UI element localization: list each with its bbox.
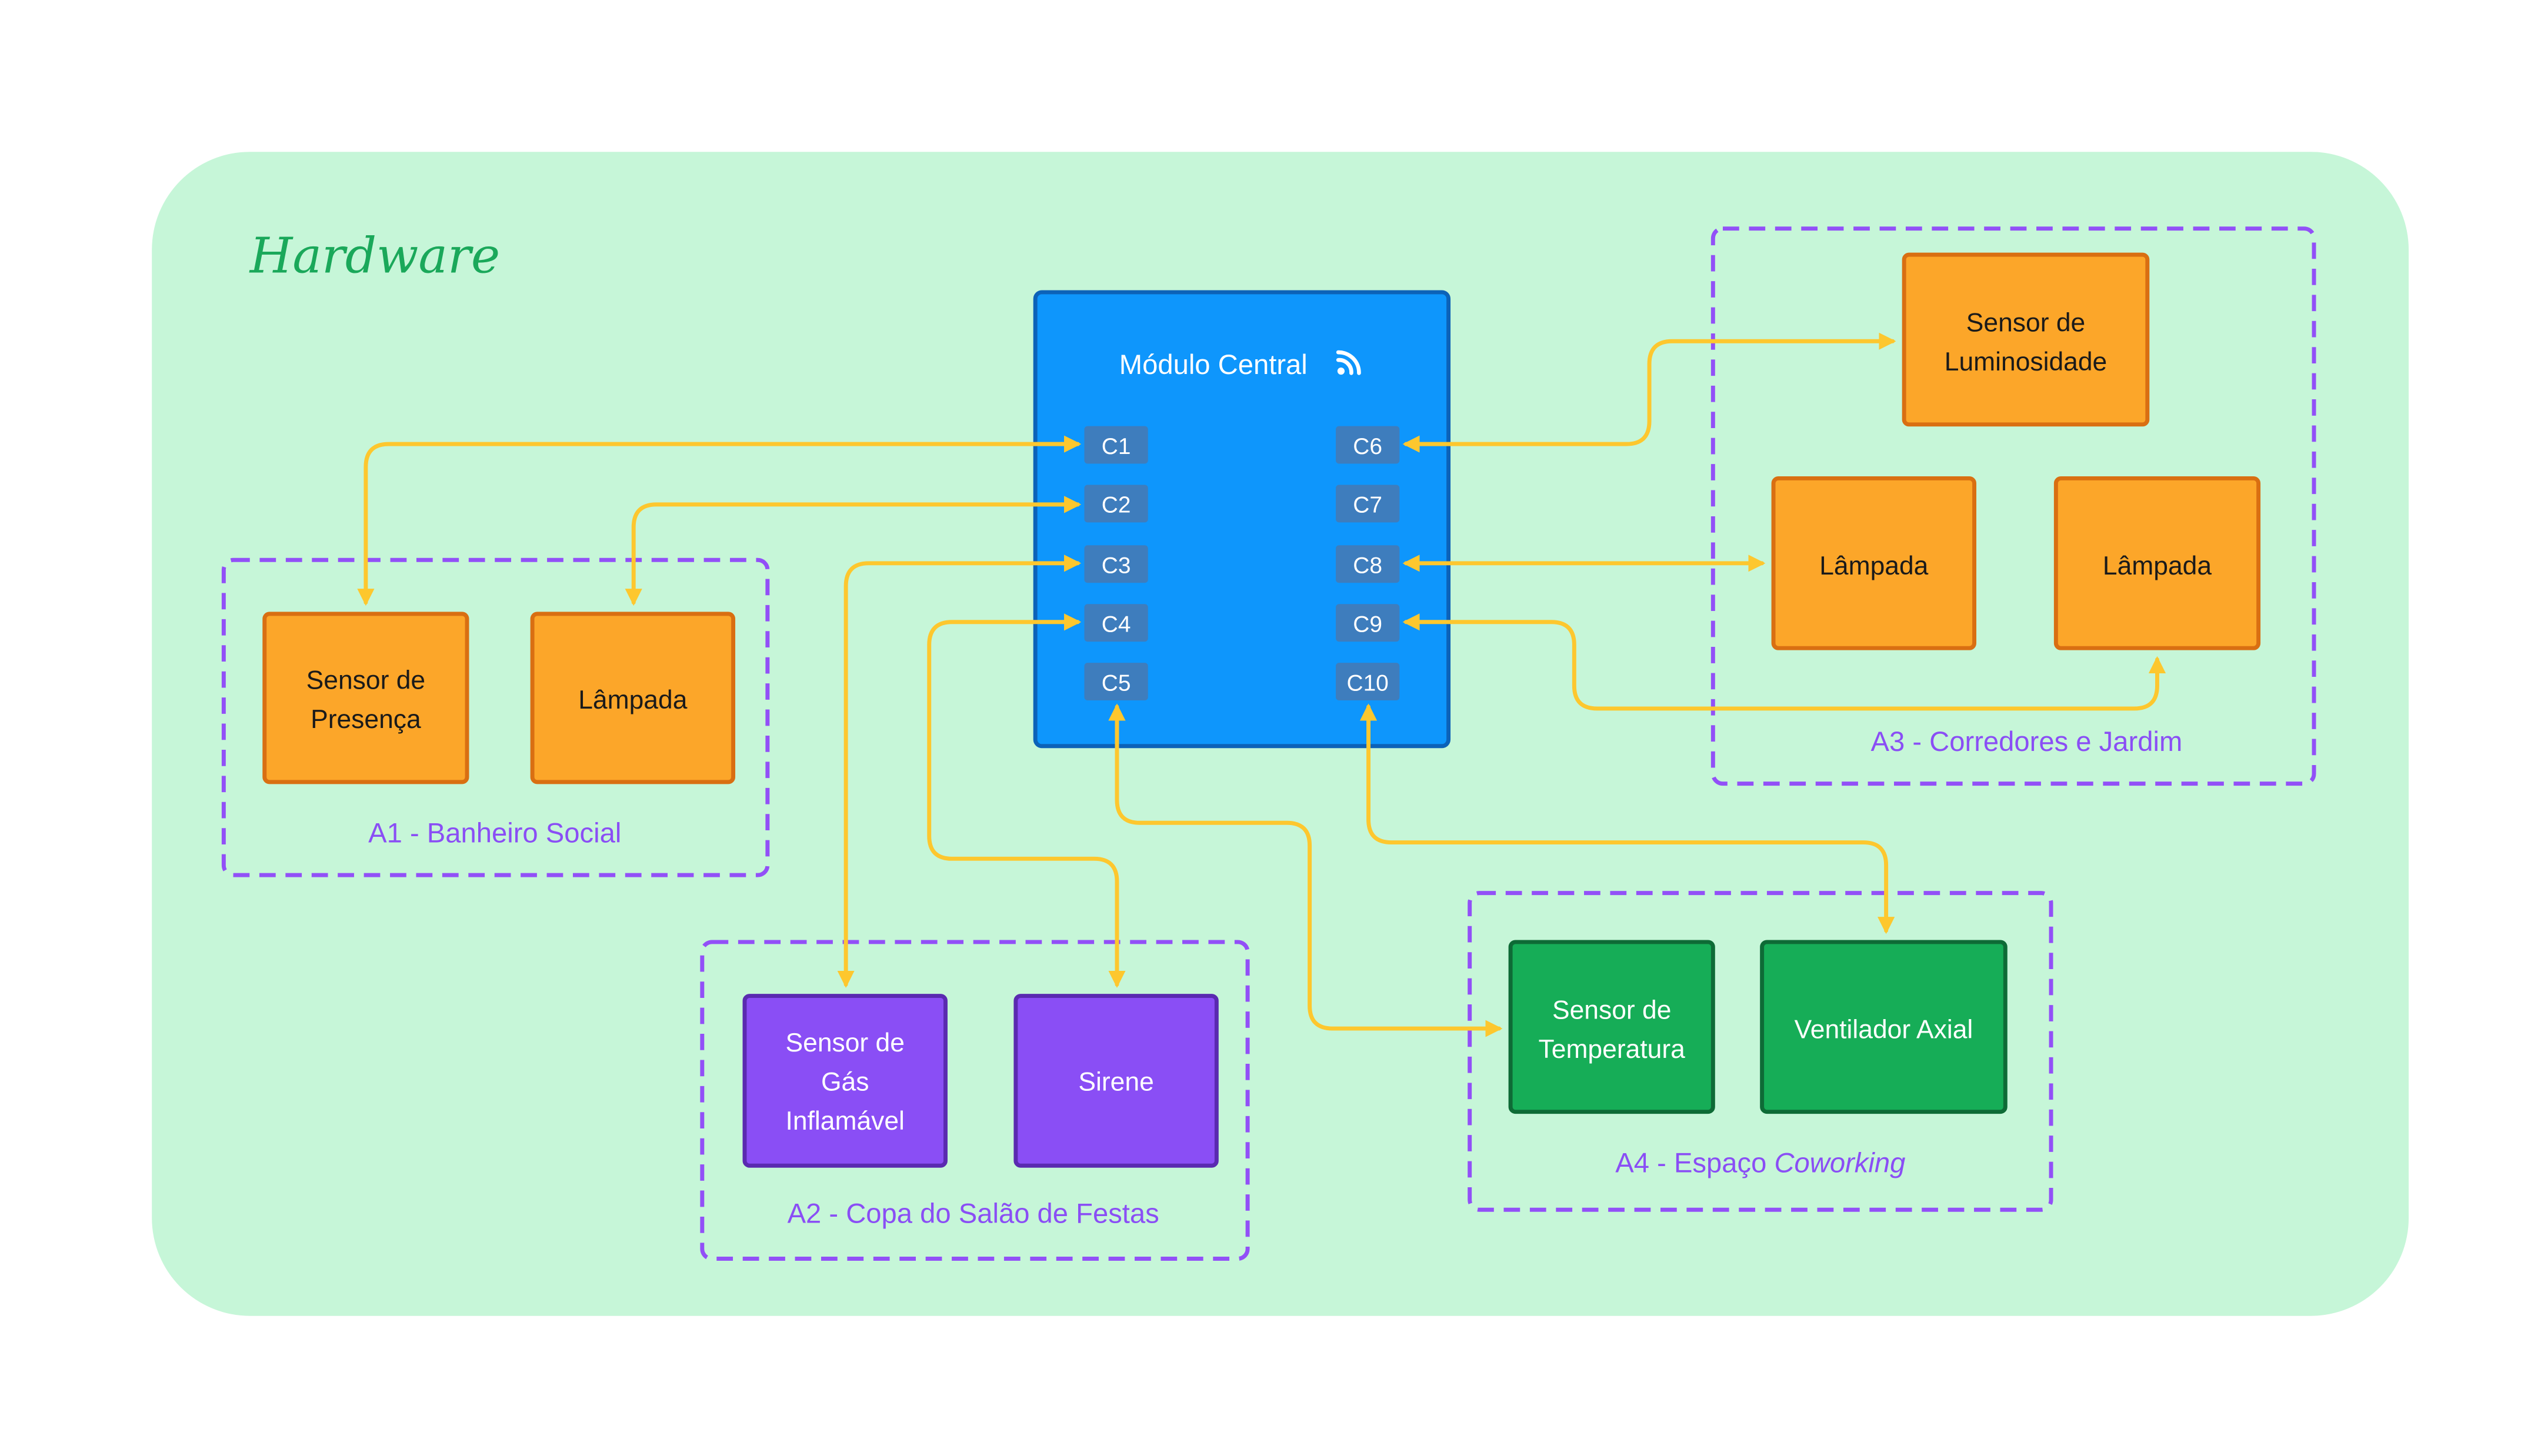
port-c2: C2: [1084, 485, 1148, 523]
zone-a4: A4 - Espaço Coworking: [1468, 891, 2053, 1212]
device-sensor-temperatura-line1: Sensor de: [1552, 996, 1671, 1024]
port-c10: C10: [1336, 663, 1400, 701]
device-sensor-presenca-line2: Presença: [311, 705, 421, 734]
device-sensor-luminosidade-line1: Sensor de: [1966, 309, 2085, 338]
connector-c2: [625, 496, 1082, 606]
port-c5: C5: [1084, 663, 1148, 701]
port-c7: C7: [1336, 485, 1400, 523]
port-c9-label: C9: [1353, 612, 1382, 637]
diagram-title: Hardware: [249, 228, 500, 285]
port-c9: C9: [1336, 604, 1400, 642]
port-c8-label: C8: [1353, 553, 1382, 578]
zone-a4-label-italic: Coworking: [1774, 1147, 1905, 1178]
zone-a4-label: A4 - Espaço Coworking: [1615, 1147, 1905, 1178]
central-module-label: Módulo Central: [1119, 349, 1308, 380]
connector-c6: [1402, 332, 1896, 453]
zone-a2-label: A2 - Copa do Salão de Festas: [788, 1198, 1159, 1229]
port-c4-label: C4: [1102, 612, 1131, 637]
device-sensor-presenca: Sensor de Presença: [262, 612, 469, 784]
device-sensor-luminosidade-line2: Luminosidade: [1945, 348, 2108, 376]
device-sensor-presenca-line1: Sensor de: [306, 666, 425, 695]
connector-c5: [1108, 703, 1503, 1037]
device-sirene-label: Sirene: [1078, 1068, 1153, 1097]
connector-c10: [1359, 703, 1895, 934]
port-c3-label: C3: [1102, 553, 1131, 578]
device-sensor-luminosidade: Sensor de Luminosidade: [1902, 252, 2150, 427]
zone-a1-label: A1 - Banheiro Social: [368, 818, 621, 849]
device-sirene: Sirene: [1013, 994, 1219, 1168]
rss-wifi-icon: [1336, 350, 1361, 375]
port-c6: C6: [1336, 426, 1400, 464]
port-c10-label: C10: [1347, 670, 1389, 696]
zone-a3-label: A3 - Corredores e Jardim: [1871, 726, 2183, 757]
device-ventilador-axial-label: Ventilador Axial: [1795, 1016, 1973, 1044]
port-c4: C4: [1084, 604, 1148, 642]
device-lampada-a3-right-label: Lâmpada: [2103, 552, 2212, 580]
zone-a4-label-prefix: A4 - Espaço: [1615, 1147, 1774, 1178]
device-lampada-a1-label: Lâmpada: [578, 686, 687, 714]
device-sensor-temperatura-line2: Temperatura: [1539, 1035, 1686, 1064]
connector-c1: [357, 435, 1082, 606]
port-c7-label: C7: [1353, 493, 1382, 518]
device-sensor-temperatura: Sensor de Temperatura: [1508, 940, 1715, 1114]
port-c8: C8: [1336, 545, 1400, 583]
device-sensor-gas-line3: Inflamável: [786, 1107, 905, 1136]
port-c1: C1: [1084, 426, 1148, 464]
port-c2-label: C2: [1102, 493, 1131, 518]
device-lampada-a3-left: Lâmpada: [1771, 476, 1977, 650]
zone-a3: A3 - Corredores e Jardim: [1710, 226, 2316, 786]
device-lampada-a1: Lâmpada: [530, 612, 736, 784]
port-c6-label: C6: [1353, 434, 1382, 459]
connector-c9: [1402, 613, 2166, 711]
port-c3: C3: [1084, 545, 1148, 583]
device-sensor-gas-line2: Gás: [821, 1068, 869, 1097]
device-lampada-a3-left-label: Lâmpada: [1819, 552, 1928, 580]
device-ventilador-axial: Ventilador Axial: [1760, 940, 2008, 1114]
port-c5-label: C5: [1102, 670, 1131, 696]
device-sensor-gas-line1: Sensor de: [786, 1028, 905, 1057]
device-lampada-a3-right: Lâmpada: [2053, 476, 2261, 650]
connector-c3: [837, 555, 1082, 988]
port-c1-label: C1: [1102, 434, 1131, 459]
